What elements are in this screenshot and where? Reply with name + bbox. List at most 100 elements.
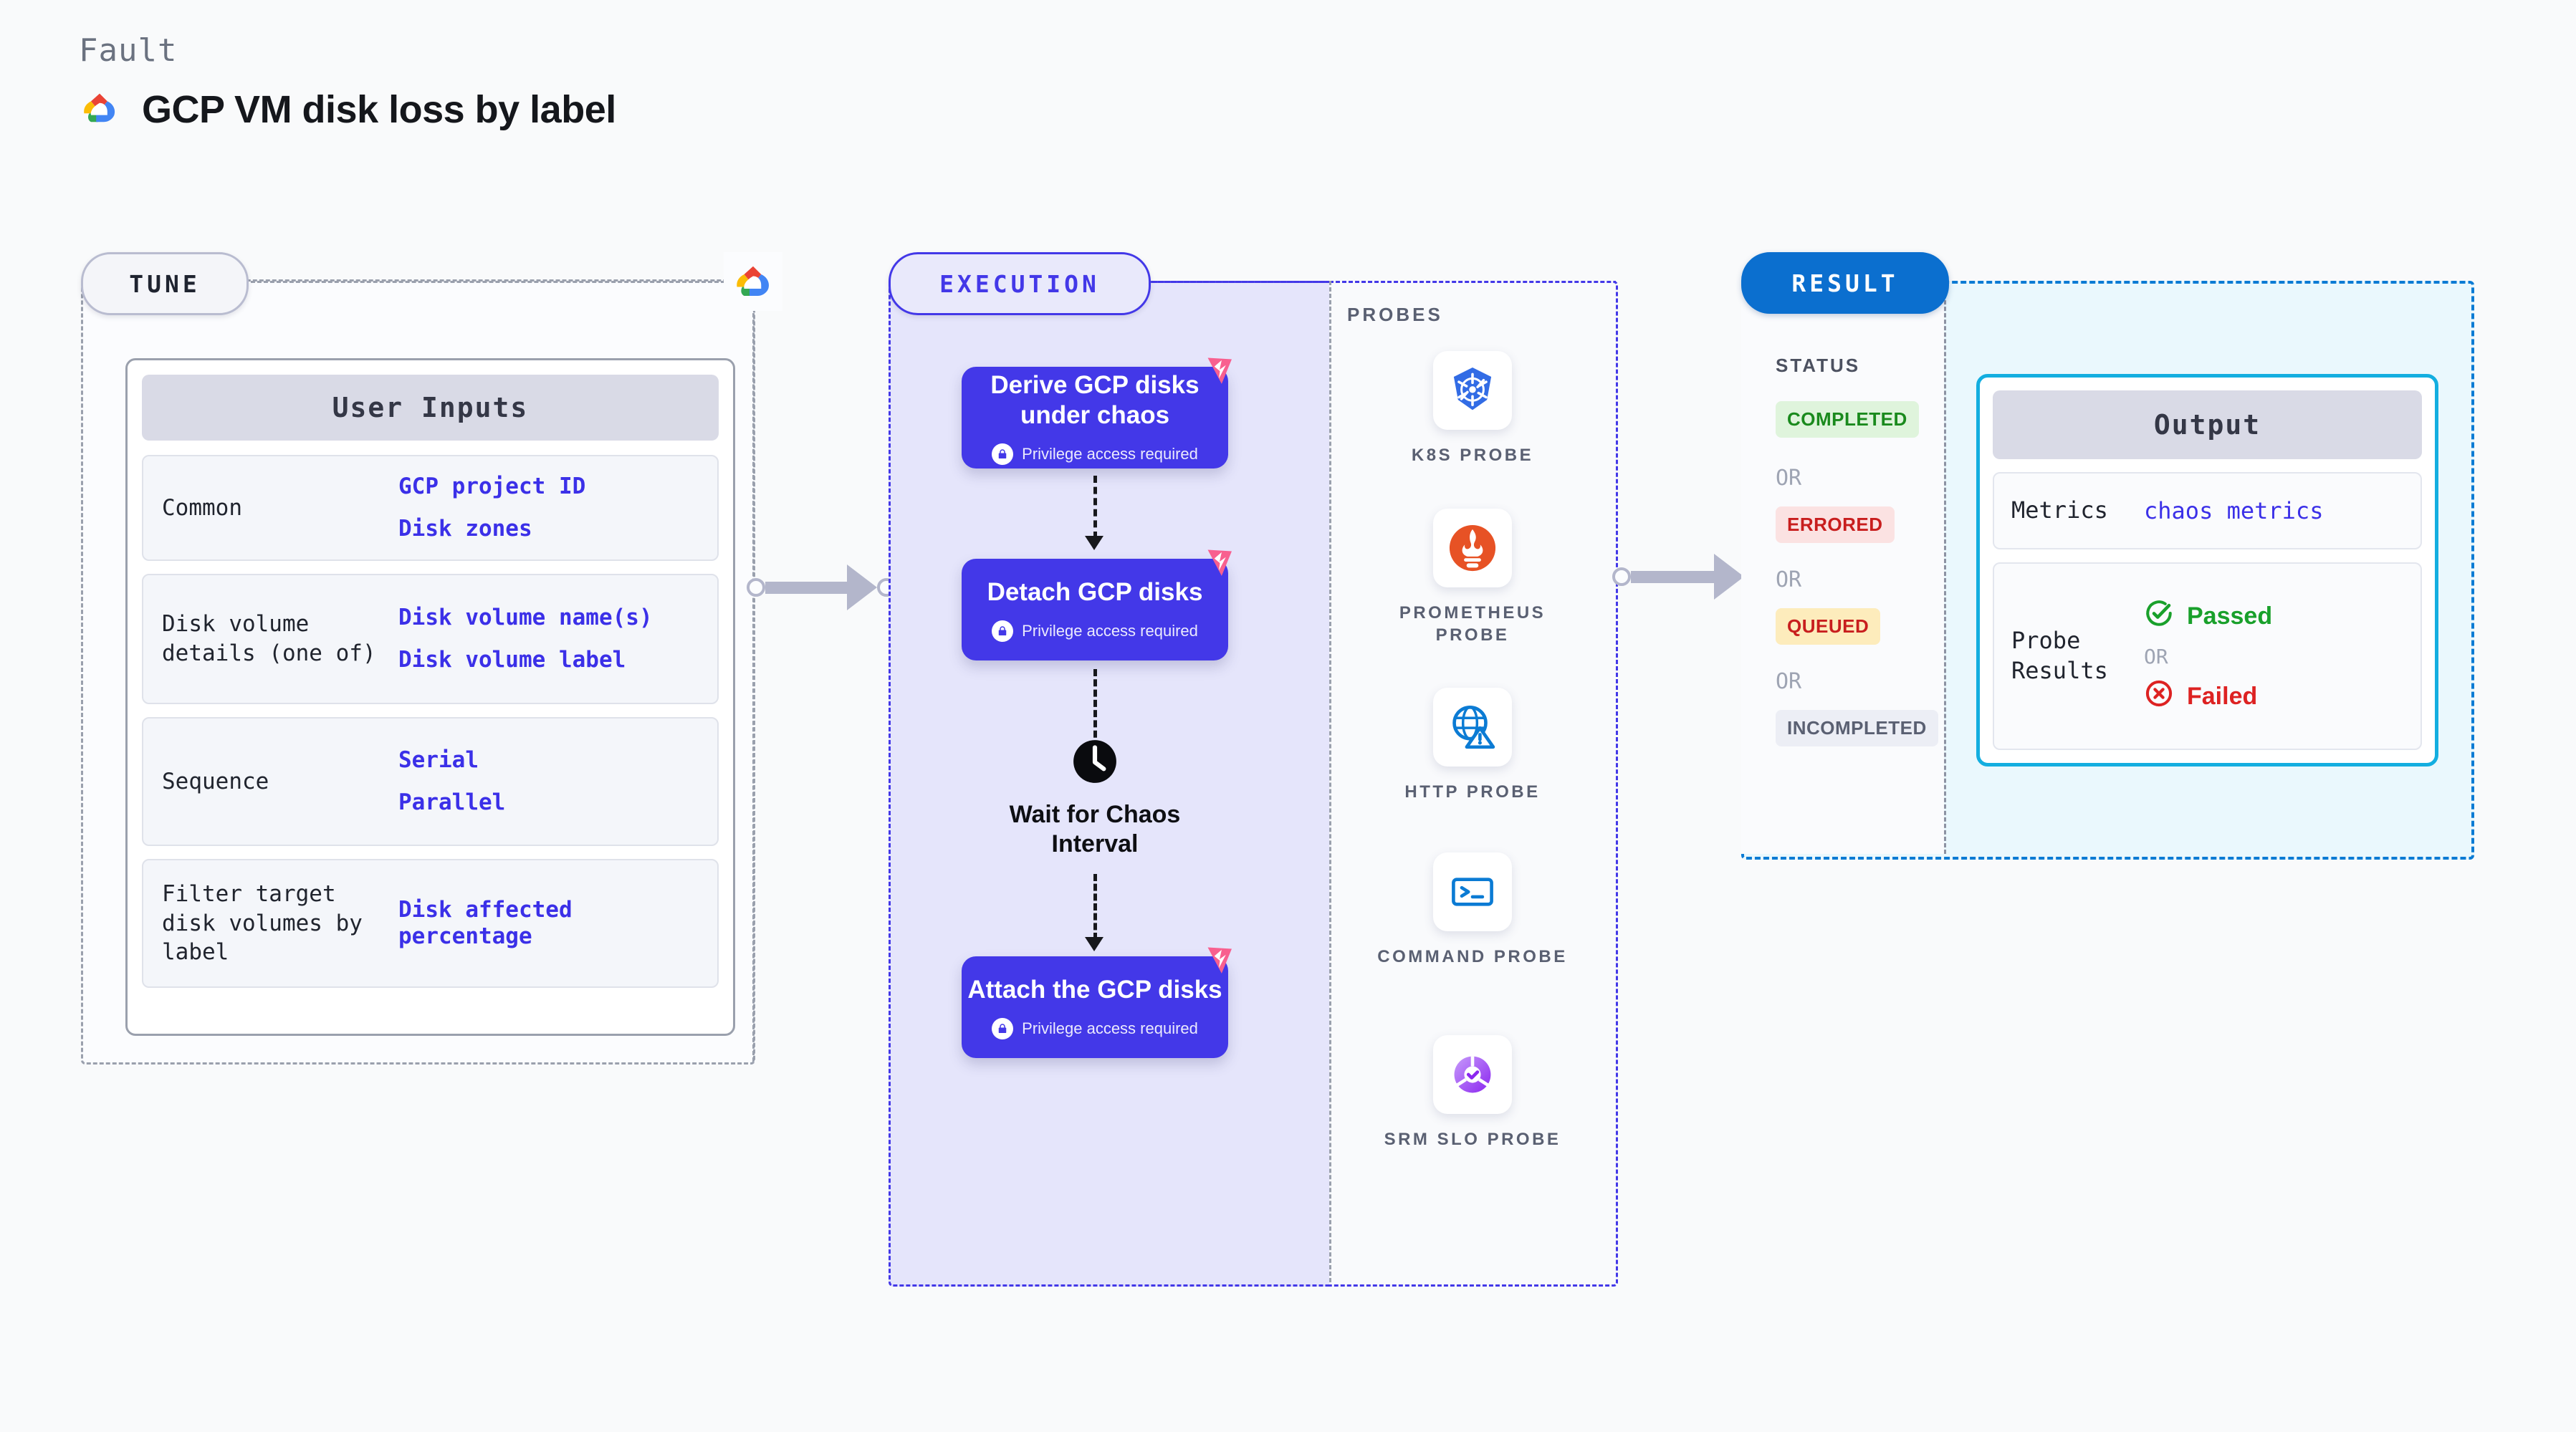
tune-row-disk-volume-details: Disk volume details (one of) Disk volume… bbox=[142, 574, 719, 704]
probes-label: PROBES bbox=[1347, 304, 1443, 325]
status-badge-errored: ERRORED bbox=[1776, 506, 1895, 543]
srm-slo-donut-icon bbox=[1433, 1035, 1512, 1114]
page-title: GCP VM disk loss by label bbox=[142, 88, 616, 131]
gcp-cloud-logo-icon bbox=[79, 91, 120, 129]
flow-arrow-line bbox=[1093, 874, 1097, 940]
tune-row-key: Filter target disk volumes by label bbox=[162, 880, 363, 966]
execution-wait-for-chaos-interval: Wait for Chaos Interval bbox=[989, 738, 1201, 860]
node-privilege-note: Privilege access required bbox=[992, 1018, 1198, 1039]
tune-row-value[interactable]: Parallel bbox=[398, 789, 506, 815]
node-title: Detach GCP disks bbox=[987, 578, 1203, 606]
tune-badge: TUNE bbox=[81, 252, 249, 315]
user-inputs-title: User Inputs bbox=[142, 375, 719, 441]
chaos-badge-icon bbox=[1197, 939, 1240, 982]
http-globe-warning-icon bbox=[1433, 688, 1512, 767]
tune-row-key: Common bbox=[162, 494, 242, 521]
chaos-badge-icon bbox=[1197, 350, 1240, 393]
output-title: Output bbox=[1993, 390, 2422, 459]
clock-icon bbox=[1071, 738, 1119, 789]
probe-label: K8S PROBE bbox=[1411, 446, 1534, 465]
probe-label: COMMAND PROBE bbox=[1377, 947, 1568, 966]
connector-line bbox=[765, 581, 848, 594]
probe-label: HTTP PROBE bbox=[1404, 782, 1541, 802]
probe-result-failed: Failed bbox=[2144, 678, 2272, 715]
node-privilege-text: Privilege access required bbox=[1022, 622, 1198, 640]
x-circle-icon bbox=[2144, 678, 2174, 715]
tune-row-value[interactable]: Disk volume label bbox=[398, 647, 626, 673]
node-privilege-text: Privilege access required bbox=[1022, 445, 1198, 463]
status-badge-completed: COMPLETED bbox=[1776, 401, 1919, 438]
probe-result-failed-label: Failed bbox=[2187, 682, 2258, 710]
flow-arrow-head bbox=[1085, 937, 1103, 951]
flow-arrow-line bbox=[1093, 476, 1097, 539]
user-inputs-card: User Inputs Common GCP project ID Disk z… bbox=[125, 358, 735, 1036]
chaos-badge-icon bbox=[1197, 542, 1240, 585]
probe-result-passed-label: Passed bbox=[2187, 602, 2273, 630]
terminal-icon bbox=[1433, 852, 1512, 931]
check-circle-icon bbox=[2144, 598, 2174, 635]
output-row-value[interactable]: chaos metrics bbox=[2144, 497, 2324, 524]
probe-label: PROMETHEUS PROBE bbox=[1399, 603, 1546, 645]
connector-line bbox=[1631, 570, 1715, 583]
output-row-probe-results: Probe Results Passed OR bbox=[1993, 562, 2422, 750]
lock-icon bbox=[992, 443, 1014, 465]
output-row-key: Probe Results bbox=[2011, 627, 2108, 684]
execution-node-detach-gcp-disks[interactable]: Detach GCP disks Privilege access requir… bbox=[962, 549, 1232, 660]
tune-provider-gcp-icon bbox=[724, 252, 782, 311]
connector-execution-to-result bbox=[1612, 554, 1763, 600]
node-privilege-text: Privilege access required bbox=[1022, 1019, 1198, 1037]
result-status-divider bbox=[1944, 281, 1946, 854]
execution-node-attach-gcp-disks[interactable]: Attach the GCP disks Privilege access re… bbox=[962, 947, 1232, 1058]
tune-row-value[interactable]: GCP project ID bbox=[398, 473, 586, 499]
lock-icon bbox=[992, 1018, 1014, 1039]
connector-start-dot bbox=[1612, 567, 1631, 586]
result-status-column bbox=[1741, 281, 1944, 854]
probes-left-divider bbox=[1329, 281, 1331, 1282]
connector-arrowhead bbox=[847, 564, 877, 610]
kubernetes-icon bbox=[1433, 351, 1512, 430]
node-privilege-note: Privilege access required bbox=[992, 620, 1198, 642]
execution-node-derive-gcp-disks[interactable]: Derive GCP disks under chaos Privilege a… bbox=[962, 357, 1232, 468]
connector-arrowhead bbox=[1714, 554, 1744, 600]
tune-row-value[interactable]: Disk volume name(s) bbox=[398, 604, 653, 630]
output-card: Output Metrics chaos metrics Probe Resul… bbox=[1976, 374, 2438, 767]
probe-item-prometheus[interactable]: PROMETHEUS PROBE bbox=[1365, 509, 1580, 646]
tune-right-dashed-line bbox=[752, 281, 755, 1062]
page-title-row: GCP VM disk loss by label bbox=[79, 87, 616, 132]
flow-arrow-line bbox=[1093, 669, 1097, 748]
lock-icon bbox=[992, 620, 1014, 642]
probe-result-passed: Passed bbox=[2144, 598, 2272, 635]
tune-row-value[interactable]: Disk zones bbox=[398, 516, 532, 542]
fault-kicker: Fault bbox=[79, 32, 178, 69]
probes-panel bbox=[1329, 281, 1618, 1287]
result-badge: RESULT bbox=[1741, 252, 1949, 314]
status-badge-queued: QUEUED bbox=[1776, 608, 1881, 645]
tune-row-value[interactable]: Serial bbox=[398, 746, 479, 773]
connector-tune-to-execution bbox=[747, 564, 896, 610]
probe-label: SRM SLO PROBE bbox=[1384, 1130, 1561, 1149]
node-title: Attach the GCP disks bbox=[967, 976, 1222, 1004]
output-row-metrics: Metrics chaos metrics bbox=[1993, 472, 2422, 549]
output-row-key: Metrics bbox=[2011, 496, 2108, 524]
tune-row-common: Common GCP project ID Disk zones bbox=[142, 455, 719, 561]
tune-row-filter-by-label: Filter target disk volumes by label Disk… bbox=[142, 859, 719, 988]
probe-item-command[interactable]: COMMAND PROBE bbox=[1365, 852, 1580, 968]
connector-start-dot bbox=[747, 578, 765, 597]
tune-row-sequence: Sequence Serial Parallel bbox=[142, 717, 719, 846]
execution-badge: EXECUTION bbox=[889, 252, 1151, 315]
probe-item-k8s[interactable]: K8S PROBE bbox=[1365, 351, 1580, 466]
status-or-text: OR bbox=[1776, 466, 1802, 491]
node-title: Derive GCP disks under chaos bbox=[990, 371, 1200, 429]
node-privilege-note: Privilege access required bbox=[992, 443, 1198, 465]
probe-result-or-text: OR bbox=[2144, 644, 2168, 668]
status-or-text: OR bbox=[1776, 567, 1802, 592]
page-header: Fault GCP VM disk loss by label bbox=[79, 32, 616, 132]
tune-row-key: Sequence bbox=[162, 768, 269, 794]
status-badge-incompleted: INCOMPLETED bbox=[1776, 710, 1938, 746]
probe-item-srm-slo[interactable]: SRM SLO PROBE bbox=[1365, 1035, 1580, 1150]
probe-item-http[interactable]: HTTP PROBE bbox=[1365, 688, 1580, 803]
wait-label: Wait for Chaos Interval bbox=[1009, 801, 1181, 858]
flow-arrow-head bbox=[1085, 536, 1103, 550]
tune-row-value[interactable]: Disk affected percentage bbox=[398, 896, 573, 949]
prometheus-icon bbox=[1433, 509, 1512, 587]
